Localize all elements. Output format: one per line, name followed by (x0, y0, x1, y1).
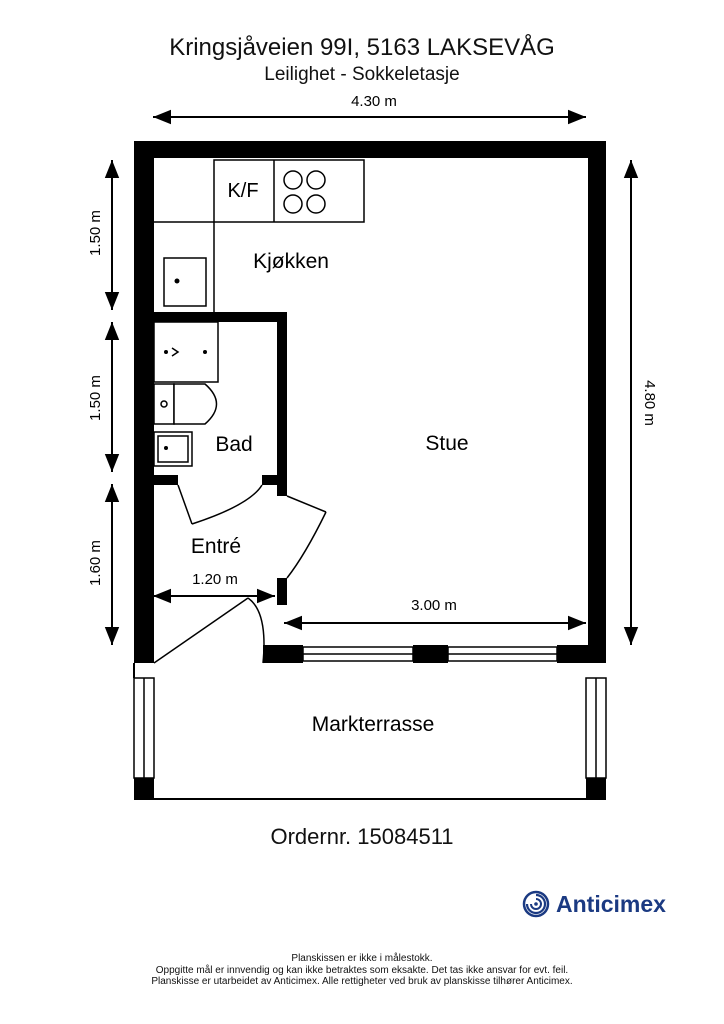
room-label-kitchen: Kjøkken (253, 250, 329, 273)
brand-name: Anticimex (556, 890, 666, 917)
dimension-lines (104, 109, 639, 645)
room-label-living: Stue (425, 432, 468, 455)
dim-left-lower: 1.60 m (87, 540, 104, 586)
stove-icon (283, 170, 326, 214)
dim-width-top: 4.30 m (351, 93, 397, 110)
anticimex-logo: Anticimex (522, 888, 666, 920)
dim-entre-width: 1.20 m (192, 571, 238, 588)
dim-left-middle: 1.50 m (87, 375, 104, 421)
room-label-bath: Bad (215, 433, 252, 456)
disclaimer-line: Planskisse er utarbeidet av Anticimex. A… (151, 976, 573, 987)
dim-stue-width: 3.00 m (411, 597, 457, 614)
address-title: Kringsjåveien 99I, 5163 LAKSEVÅG (169, 34, 555, 61)
walls (134, 141, 606, 800)
doors (153, 484, 327, 664)
disclaimer-line: Planskissen er ikke i målestokk. (291, 953, 433, 964)
order-number: Ordernr. 15084511 (270, 824, 454, 849)
room-label-entry: Entré (191, 535, 241, 558)
dim-height-right: 4.80 m (641, 380, 658, 426)
room-label-terrace: Markterrasse (312, 713, 435, 736)
room-label-kf: K/F (227, 180, 258, 202)
unit-subtitle: Leilighet - Sokkeletasje (264, 64, 460, 85)
windows (133, 646, 607, 779)
anticimex-logo-icon (522, 890, 550, 918)
toilet-icon (153, 383, 218, 425)
terrace-outline (133, 663, 586, 800)
bathroom-sink-icon (153, 431, 193, 467)
disclaimer-line: Oppgitte mål er innvendig og kan ikke be… (155, 964, 569, 976)
dim-left-upper: 1.50 m (87, 210, 104, 256)
shower-icon (153, 321, 219, 383)
disclaimer: Planskissen er ikke i målestokk. Oppgitt… (0, 953, 724, 988)
kitchen-sink-icon (163, 257, 207, 307)
